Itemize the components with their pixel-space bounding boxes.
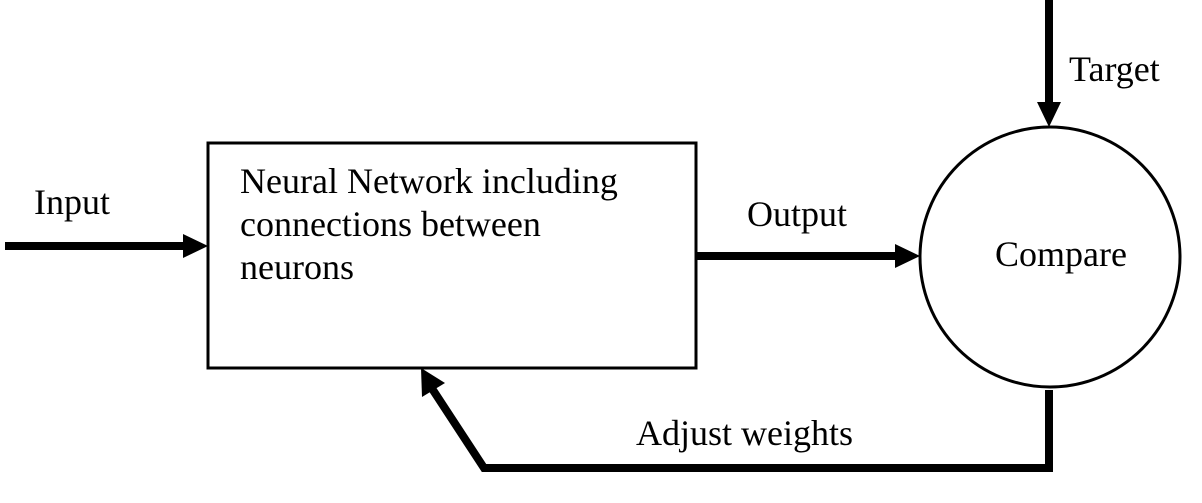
- target-arrow: [1037, 0, 1061, 127]
- network-text-line-3: neurons: [240, 247, 354, 287]
- neural-network-description: Neural Network including connections bet…: [240, 160, 618, 289]
- output-label: Output: [747, 194, 848, 234]
- input-arrow: [5, 234, 208, 258]
- adjust-weights-label: Adjust weights: [636, 413, 854, 453]
- input-label: Input: [34, 182, 110, 222]
- neural-network-box: [206, 141, 698, 370]
- compare-circle: [918, 125, 1182, 389]
- compare-label: Compare: [995, 234, 1127, 274]
- network-text-line-1: Neural Network including: [240, 161, 618, 201]
- output-arrow: [697, 244, 920, 268]
- feedback-arrow: [421, 368, 1053, 472]
- network-text-line-2: connections between: [240, 204, 541, 244]
- target-label: Target: [1069, 49, 1160, 89]
